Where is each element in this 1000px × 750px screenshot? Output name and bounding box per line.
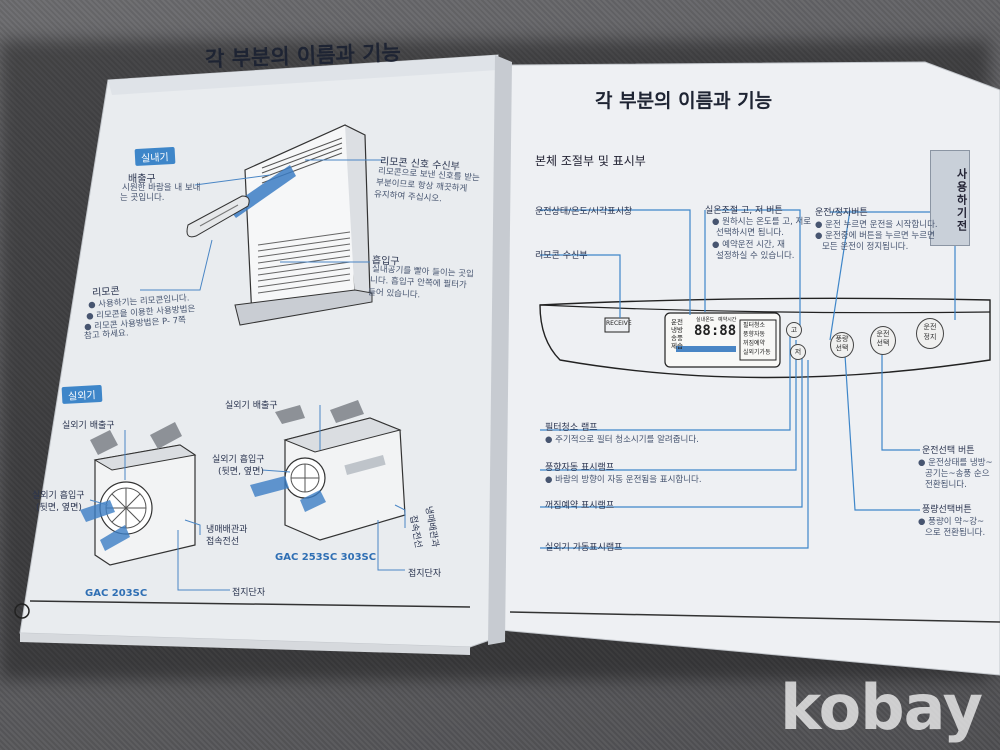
outdoor-1-intake-sub: (뒷면, 옆면) <box>36 503 82 513</box>
indoor-outlet-label: 배출구 <box>128 174 156 185</box>
model-label-2: GAC 253SC 303SC <box>275 552 377 563</box>
filter-lamp-label: 필터청소 램프 <box>545 423 598 433</box>
filter-lamp-desc: ● 주기적으로 필터 청소시기를 알려줍니다. <box>545 435 699 445</box>
right-page-section-heading: 본체 조절부 및 표시부 <box>535 154 646 168</box>
outdoor-2-outlet-label: 실외기 배출구 <box>225 401 278 411</box>
outdoor-2-ground-label: 접지단자 <box>408 569 442 579</box>
lcd-digits: 88:88 <box>694 323 737 339</box>
panel-receiver-text: RECEIVE <box>606 320 632 327</box>
wind-auto-lamp-label: 풍향자동 표시램프 <box>545 463 615 473</box>
temp-desc-3: ● 예약운전 시간, 재 <box>712 240 785 250</box>
status-lamp: 꺼짐예약 <box>743 340 766 347</box>
mode-desc-2: 공기는~송풍 순으 <box>925 469 990 479</box>
power-desc-1: ● 운전 누르면 운전을 시작합니다. <box>815 220 938 230</box>
panel-remote-receiver-label: 리모콘 수신부 <box>535 251 588 261</box>
outdoor-1-ground-label: 접지단자 <box>232 588 266 598</box>
outdoor-running-lamp-label: 실외기 가동표시램프 <box>545 543 623 553</box>
status-lamp: 실외기가동 <box>743 349 771 356</box>
mode-item: 제습 <box>671 342 683 350</box>
power-button-label: 운전/정지버튼 <box>815 208 868 218</box>
power-button[interactable]: 운전 정지 <box>916 318 944 349</box>
indoor-outlet-desc: 시원한 바람을 내 보내 <box>122 183 201 193</box>
wind-select-button[interactable]: 풍량 선택 <box>830 332 854 358</box>
outdoor-1-intake-label: 실외기 흡입구 <box>32 491 85 501</box>
temp-button-label: 실온조절 고, 저 버튼 <box>705 206 783 216</box>
outdoor-unit-2-illustration <box>250 400 406 541</box>
mode-select-button-label: 운전선택 버튼 <box>922 446 975 456</box>
run-status-display-label: 운전상태/온도/시각표시창 <box>535 207 633 217</box>
temp-up-button[interactable]: 고 <box>786 322 802 338</box>
outdoor-1-outlet-label: 실외기 배출구 <box>62 421 115 431</box>
status-lamp: 풍향자동 <box>743 331 766 338</box>
outdoor-1-pipe-label: 냉매배관과 <box>206 525 248 535</box>
lcd-display <box>664 312 781 368</box>
indoor-section-tag: 실내기 <box>134 146 176 167</box>
power-desc-2: ● 운전중에 버튼을 누르면 누르면 <box>815 231 935 241</box>
temp-desc-1: ● 원하시는 온도를 고, 저로 <box>712 217 812 227</box>
outdoor-section-tag: 실외기 <box>61 384 103 405</box>
indoor-outlet-desc-2: 는 곳입니다. <box>120 193 165 203</box>
mode-select-button[interactable]: 운전 선택 <box>870 326 896 355</box>
wind-select-button-label: 풍량선택버튼 <box>922 505 972 515</box>
model-label-1: GAC 203SC <box>85 588 148 599</box>
mode-list: 운전 냉방 송풍 제습 <box>671 318 683 350</box>
mode-desc-3: 전환됩니다. <box>925 480 967 490</box>
side-tab: 사용하기전 <box>930 150 970 246</box>
outdoor-1-pipe-label-2: 접속전선 <box>206 537 240 547</box>
status-lamp: 필터청소 <box>743 322 766 329</box>
mode-item: 냉방 <box>671 326 683 334</box>
outdoor-unit-1-illustration <box>80 422 197 566</box>
lcd-label-timer: 예약시간 <box>718 317 737 323</box>
right-page-title: 각 부분의 이름과 기능 <box>595 90 773 112</box>
wind-btn-desc-1: ● 풍량이 약~강~ <box>918 517 985 527</box>
mode-item: 운전 <box>671 318 683 326</box>
status-lamp-list: 필터청소 풍향자동 꺼짐예약 실외기가동 <box>743 321 771 357</box>
outdoor-2-intake-sub: (뒷면, 옆면) <box>218 467 264 477</box>
remote-control-illustration <box>186 195 250 238</box>
wind-btn-desc-2: 으로 전환됩니다. <box>925 528 986 538</box>
watermark-logo: kobay <box>780 671 983 744</box>
control-panel-body <box>539 297 991 379</box>
temp-down-button[interactable]: 저 <box>790 344 806 360</box>
lcd-label-room-temp: 실내온도 <box>696 317 715 323</box>
off-timer-lamp-label: 꺼짐예약 표시램프 <box>545 501 615 511</box>
wind-auto-lamp-desc: ● 바람의 방향이 자동 운전됨을 표시합니다. <box>545 475 702 485</box>
power-desc-3: 모든 운전이 정지됩니다. <box>822 242 909 252</box>
temp-desc-2: 선택하시면 됩니다. <box>716 228 784 238</box>
mode-desc-1: ● 운전상태를 냉방~ <box>918 458 993 468</box>
mode-item: 송풍 <box>671 334 683 342</box>
temp-desc-4: 설정하실 수 있습니다. <box>716 251 795 261</box>
outdoor-2-intake-label: 실외기 흡입구 <box>212 455 265 465</box>
